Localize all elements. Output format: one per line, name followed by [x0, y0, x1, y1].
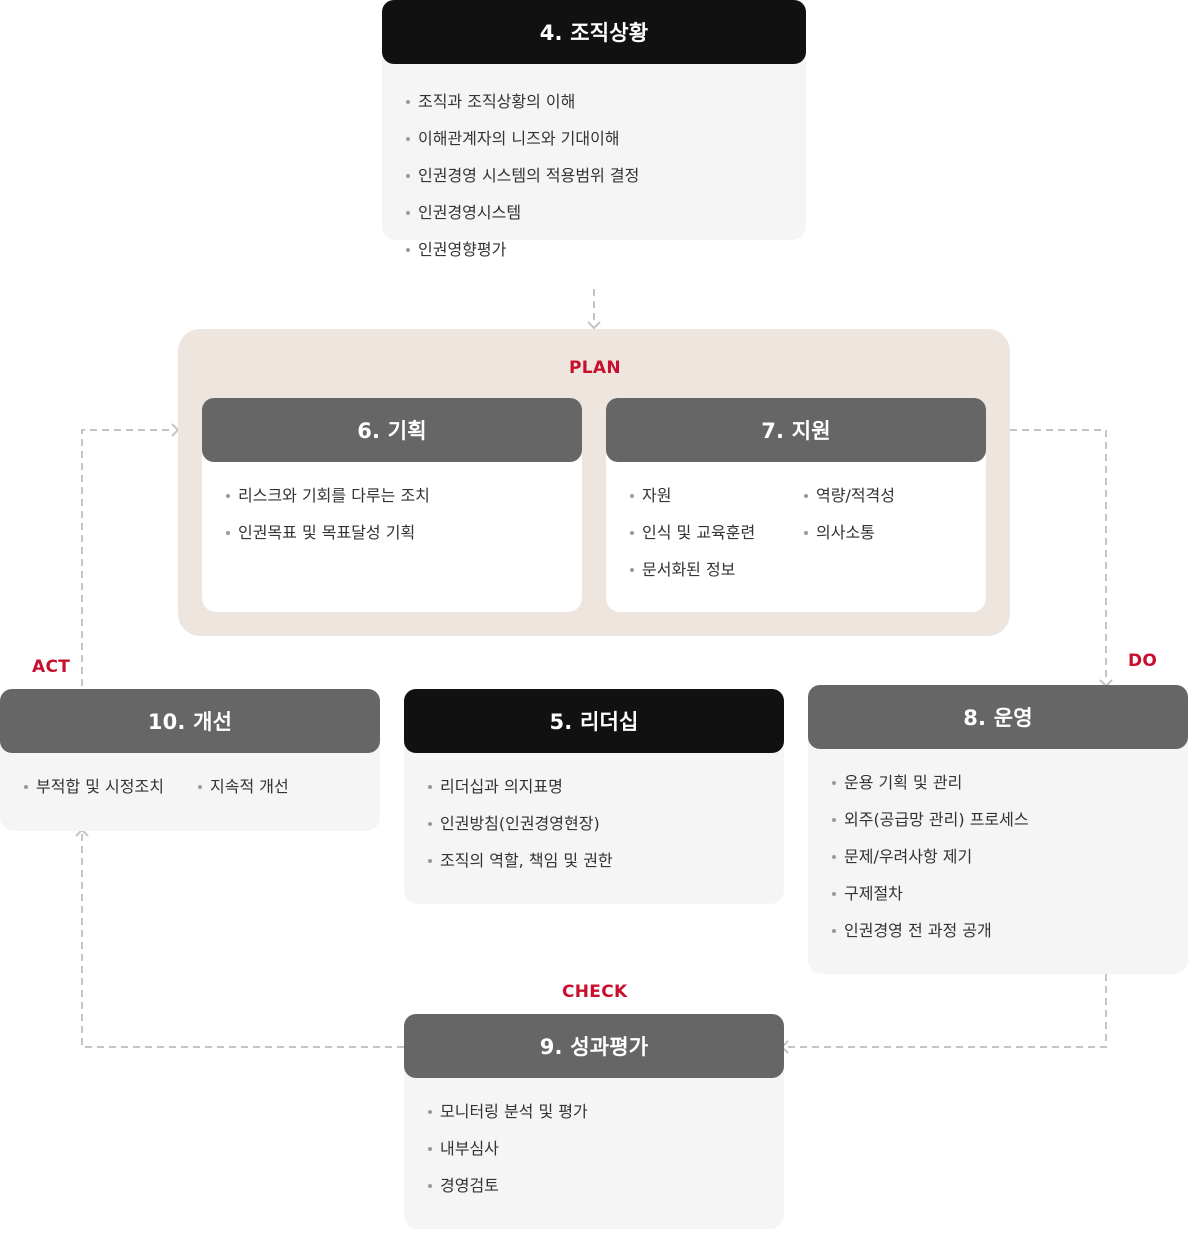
leadership-title: 5. 리더십: [404, 689, 784, 753]
list-item: 리더십과 의지표명: [428, 777, 784, 797]
list-item: 문서화된 정보: [630, 560, 780, 580]
support-title: 7. 지원: [606, 398, 986, 462]
list-item: 운용 기획 및 관리: [832, 773, 1188, 793]
arrow-operation-to-evaluation: [786, 974, 1107, 1048]
list-item: 문제/우려사항 제기: [832, 847, 1188, 867]
list-item: 이해관계자의 니즈와 기대이해: [406, 129, 806, 149]
arrow-evaluation-to-improvement: [81, 834, 404, 1048]
improvement-list-left: 부적합 및 시정조치: [0, 777, 174, 814]
arrow-plan-to-operation: [1010, 429, 1107, 682]
list-item: 리스크와 기회를 다루는 조치: [226, 486, 582, 506]
improvement-title: 10. 개선: [0, 689, 380, 753]
list-item: 모니터링 분석 및 평가: [428, 1102, 784, 1122]
list-item: 인권경영 시스템의 적용범위 결정: [406, 166, 806, 186]
arrow-improvement-to-plan: [81, 429, 174, 686]
phase-label-act: ACT: [32, 657, 71, 677]
list-item: 역량/적격성: [804, 486, 895, 506]
list-item: 인권목표 및 목표달성 기획: [226, 523, 582, 543]
list-item: 부적합 및 시정조치: [24, 777, 174, 797]
list-item: 조직과 조직상황의 이해: [406, 92, 806, 112]
improvement-box: 10. 개선 부적합 및 시정조치 지속적 개선: [0, 689, 380, 831]
context-title: 4. 조직상황: [382, 0, 806, 64]
list-item: 자원: [630, 486, 780, 506]
list-item: 지속적 개선: [198, 777, 289, 797]
list-item: 인권경영 전 과정 공개: [832, 921, 1188, 941]
list-item: 구제절차: [832, 884, 1188, 904]
list-item: 인식 및 교육훈련: [630, 523, 780, 543]
phase-label-check: CHECK: [562, 982, 628, 1002]
phase-label-do: DO: [1128, 651, 1158, 671]
list-item: 인권경영시스템: [406, 203, 806, 223]
phase-label-plan: PLAN: [569, 358, 621, 378]
arrowhead-plan: [587, 321, 601, 330]
operation-title: 8. 운영: [808, 685, 1188, 749]
list-item: 인권영향평가: [406, 240, 806, 260]
improvement-body: 부적합 및 시정조치 지속적 개선: [0, 741, 380, 831]
list-item: 외주(공급망 관리) 프로세스: [832, 810, 1188, 830]
list-item: 내부심사: [428, 1139, 784, 1159]
improvement-list-right: 지속적 개선: [174, 777, 289, 814]
planning-title: 6. 기획: [202, 398, 582, 462]
list-item: 인권방침(인권경영현장): [428, 814, 784, 834]
list-item: 의사소통: [804, 523, 895, 543]
list-item: 경영검토: [428, 1176, 784, 1196]
list-item: 조직의 역할, 책임 및 권한: [428, 851, 784, 871]
evaluation-title: 9. 성과평가: [404, 1014, 784, 1078]
